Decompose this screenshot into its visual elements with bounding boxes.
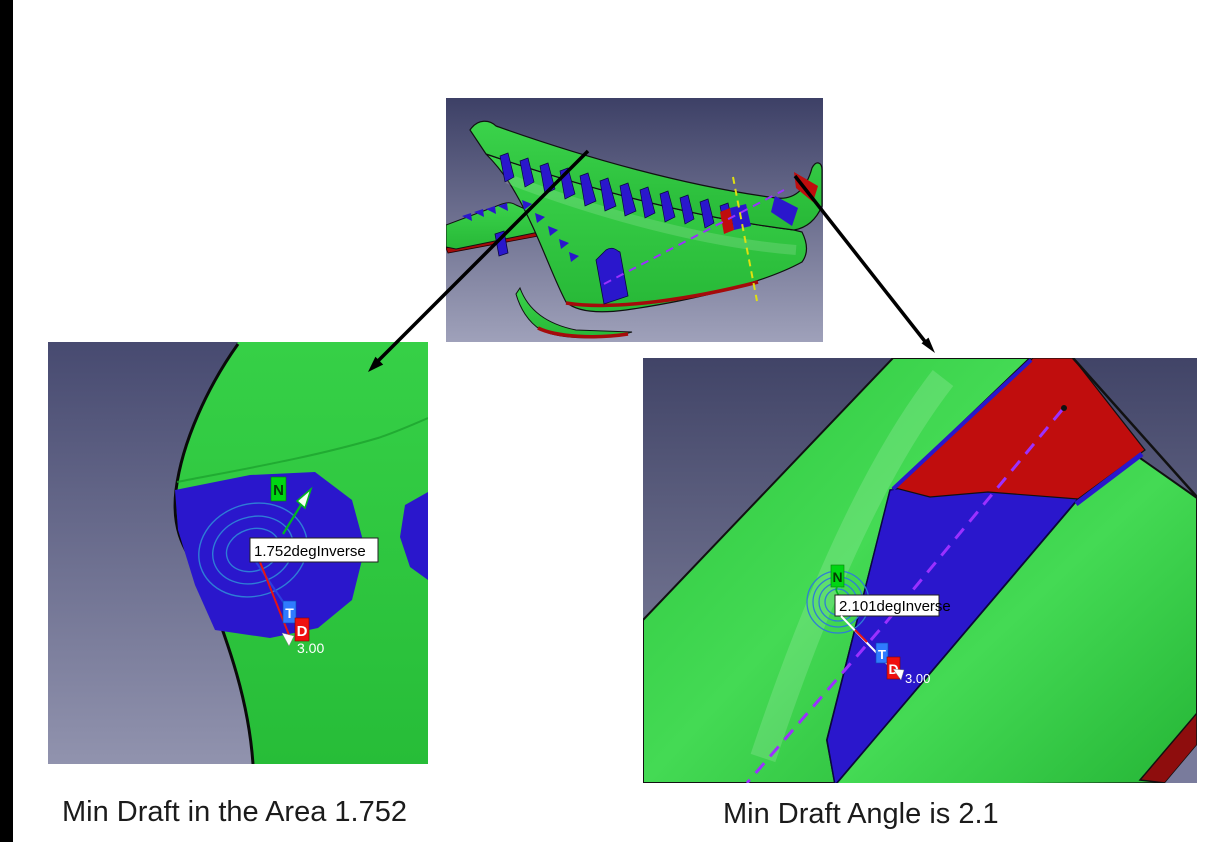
normal-badge: N (270, 476, 287, 502)
purple-dashed-line (745, 409, 1064, 783)
silhouette-edge (1072, 358, 1197, 498)
overview-cad-view (446, 98, 823, 342)
caption-left: Min Draft in the Area 1.752 (62, 796, 407, 828)
pull-value-text: 3.00 (905, 671, 930, 686)
pull-value-text: 3.00 (297, 640, 324, 656)
caption-right: Min Draft Angle is 2.1 (723, 798, 999, 830)
tool-badge-letter: T (285, 605, 294, 621)
parting-line-endpoint (1061, 405, 1067, 411)
direction-badge-letter: D (297, 623, 308, 640)
pull-direction-line (259, 561, 292, 641)
normal-badge-letter: N (832, 569, 842, 585)
direction-badge: D (294, 617, 310, 642)
blue-sliver-top (891, 358, 1033, 491)
right-detail-view: N 2.101degInverse T D 3.00 (643, 358, 1197, 783)
draft-angle-text: 2.101degInverse (839, 598, 951, 615)
normal-badge: N (830, 564, 845, 601)
dimension-arrowhead (281, 632, 295, 647)
blue-sliver-right (1074, 452, 1144, 506)
draft-angle-label: 2.101degInverse (834, 594, 951, 617)
left-edge-bar (0, 0, 13, 842)
normal-badge-letter: N (273, 482, 284, 499)
draft-angle-label: 1.752degInverse (249, 537, 379, 563)
measure-line-red1 (854, 629, 868, 643)
corner-background (1165, 745, 1197, 783)
tool-badge: T (282, 600, 297, 624)
dimension-arrowhead (892, 668, 905, 681)
normal-arrow (282, 486, 313, 535)
purple-dashed-line (603, 189, 785, 285)
left-detail-view: N 1.752degInverse T D 3.00 (48, 342, 428, 764)
band-sheen (750, 370, 954, 763)
no-draft-patch (893, 358, 1146, 500)
tool-axis-line (255, 561, 289, 610)
contour-circles (198, 502, 308, 598)
fillet-crease (176, 417, 428, 483)
draft-angle-text: 1.752degInverse (254, 543, 366, 560)
dark-red-edge-stripe (1138, 711, 1197, 783)
negative-draft-patch-right (400, 492, 428, 580)
tool-badge-letter: T (878, 647, 886, 662)
yellow-dashed-line (732, 176, 758, 302)
tool-badge: T (875, 642, 889, 664)
